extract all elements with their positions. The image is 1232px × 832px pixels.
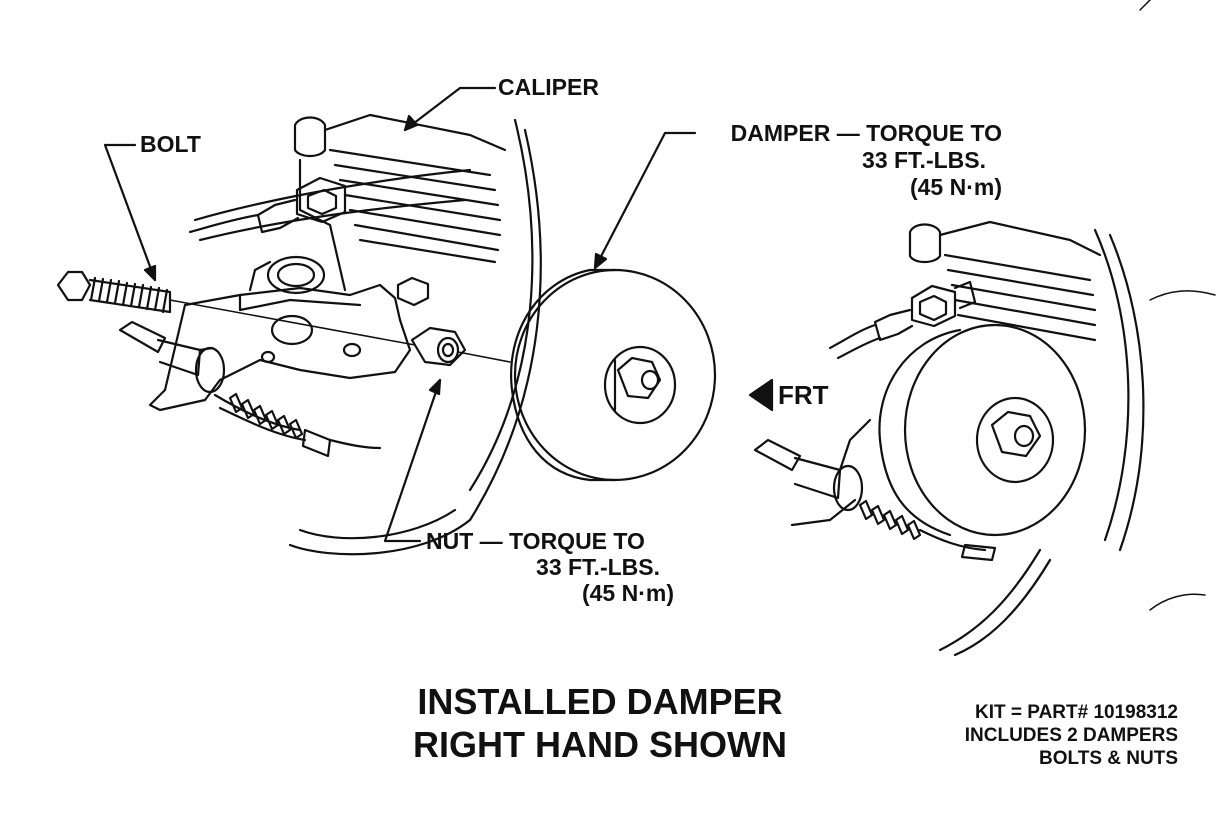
guide-pin-right [753, 418, 872, 527]
damper-illustration [510, 268, 717, 482]
nut-label-line2: 33 FT.-LBS. [536, 554, 660, 580]
nut-label-line1: NUT — TORQUE TO [426, 528, 645, 554]
kit-line2: INCLUDES 2 DAMPERS [964, 724, 1178, 746]
frt-label: FRT [778, 380, 829, 410]
nut-label-line3: (45 N·m) [581, 580, 674, 606]
bolt-label: BOLT [140, 131, 201, 157]
guide-pin-left [118, 320, 226, 394]
nut-illustration [410, 326, 511, 367]
leader-lines [103, 86, 697, 543]
rotor-right [938, 228, 1145, 657]
caliper-right [828, 220, 1102, 360]
damper-installed-right [878, 323, 1087, 537]
damper-label-line2: 33 FT.-LBS. [862, 147, 986, 173]
damper-label-line3: (45 N·m) [909, 174, 1002, 200]
diagram-title: INSTALLED DAMPER RIGHT HAND SHOWN [340, 680, 860, 766]
kit-line1: KIT = PART# 10198312 [975, 702, 1178, 723]
title-line2: RIGHT HAND SHOWN [413, 724, 787, 766]
damper-label-line1: DAMPER — TORQUE TO [730, 120, 1002, 146]
brake-hose-left [213, 392, 382, 458]
caliper-label: CALIPER [498, 74, 599, 100]
brake-hose-right [858, 499, 997, 562]
bolt-illustration [56, 270, 416, 346]
title-line1: INSTALLED DAMPER [417, 681, 783, 722]
caliper-left [188, 113, 507, 295]
front-arrow-icon [748, 378, 774, 412]
kit-line3: BOLTS & NUTS [1039, 747, 1178, 769]
bracket-left [148, 276, 430, 412]
kit-info: KIT = PART# 10198312 INCLUDES 2 DAMPERS … [965, 702, 1178, 770]
